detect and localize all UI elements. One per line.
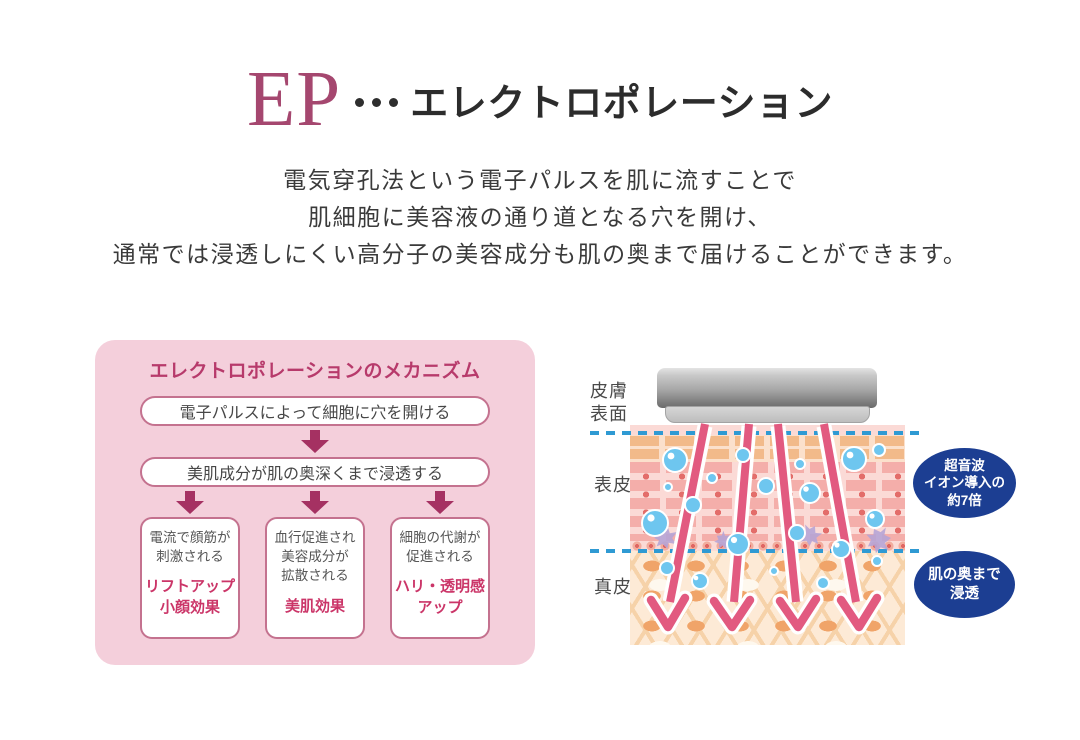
mechanism-title: エレクトロポレーションのメカニズム	[149, 361, 481, 382]
down-arrow-icon	[301, 491, 329, 514]
label-epidermis: 表皮	[594, 475, 632, 495]
separator-dots	[355, 98, 399, 107]
label-dermis: 真皮	[594, 577, 632, 597]
result-description: 電流で顔筋が刺激される	[149, 530, 231, 564]
mechanism-panel: エレクトロポレーションのメカニズム 電子パルスによって細胞に穴を開ける 美肌成分…	[95, 340, 535, 665]
flow-step-2: 美肌成分が肌の奥深くまで浸透する	[140, 457, 490, 487]
result-effect: 美肌効果	[284, 598, 345, 615]
title-text: エレクトロポレーション	[410, 83, 833, 125]
page-title: EP エレクトロポレーション	[0, 60, 1080, 139]
down-arrow-icon	[301, 430, 329, 453]
dermis-boundary-dashed-line	[590, 549, 920, 553]
flow-arrow-down	[95, 430, 535, 453]
down-arrow-icon	[426, 491, 454, 514]
flow-result-2: 血行促進され美容成分が拡散される 美肌効果	[265, 491, 365, 639]
badge-deep-penetration: 肌の奥まで浸透	[914, 551, 1015, 618]
result-description: 細胞の代謝が促進される	[399, 530, 481, 564]
result-box: 電流で顔筋が刺激される リフトアップ小顔効果	[140, 517, 240, 639]
flow-step-1: 電子パルスによって細胞に穴を開ける	[140, 396, 490, 426]
skin-surface-dashed-line	[590, 431, 920, 435]
title-abbreviation: EP	[247, 56, 342, 143]
result-box: 血行促進され美容成分が拡散される 美肌効果	[265, 517, 365, 639]
result-effect: ハリ・透明感アップ	[394, 578, 485, 616]
label-skin-surface: 皮膚表面	[590, 381, 628, 424]
treatment-device-plate	[665, 406, 870, 423]
flow-result-1: 電流で顔筋が刺激される リフトアップ小顔効果	[140, 491, 240, 639]
treatment-device-head	[657, 368, 877, 408]
result-description: 血行促進され美容成分が拡散される	[274, 530, 356, 583]
basal-cells	[630, 541, 905, 551]
intro-description: 電気穿孔法という電子パルスを肌に流すことで肌細胞に美容液の通り道となる穴を開け、…	[112, 167, 968, 267]
skin-cross-section	[630, 425, 905, 645]
skin-diagram: 皮膚表面 表皮 真皮 超音波イオン導入の約7倍 肌の奥まで浸透	[585, 340, 1035, 670]
dermis-tissue	[630, 551, 905, 645]
result-effect: リフトアップ小顔効果	[144, 578, 235, 616]
badge-seven-times-ion: 超音波イオン導入の約7倍	[913, 448, 1016, 518]
flow-result-3: 細胞の代謝が促進される ハリ・透明感アップ	[390, 491, 490, 639]
epidermis-top-cells	[630, 435, 905, 462]
down-arrow-icon	[176, 491, 204, 514]
flow-results-row: 電流で顔筋が刺激される リフトアップ小顔効果 血行促進され美容成分が拡散される …	[95, 487, 535, 639]
epidermis-cells	[630, 462, 905, 541]
result-box: 細胞の代謝が促進される ハリ・透明感アップ	[390, 517, 490, 639]
